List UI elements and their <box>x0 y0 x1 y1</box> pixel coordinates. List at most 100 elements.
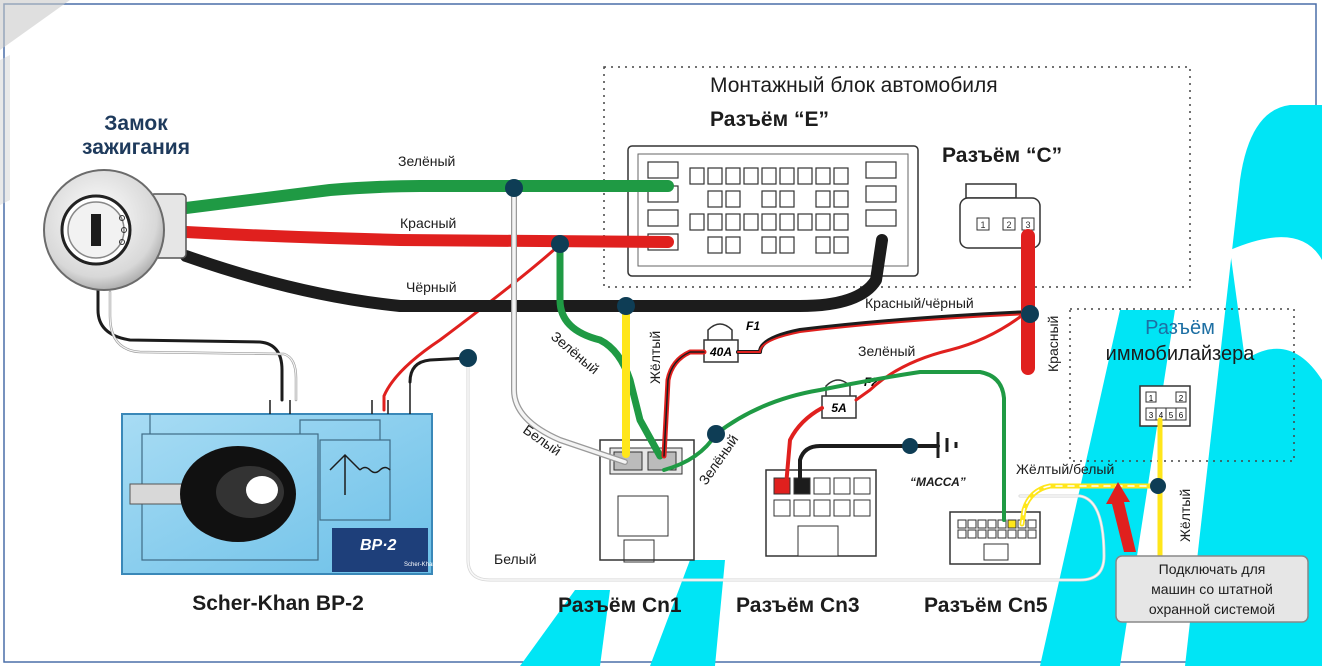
connector-pin <box>797 213 813 231</box>
connector-e <box>627 145 919 277</box>
mount-block-title: Монтажный блок автомобиля <box>710 74 998 97</box>
connector-pin <box>813 499 831 517</box>
immo-title-line2: иммобилайзера <box>1106 343 1256 365</box>
key-icon <box>129 446 296 542</box>
immo-connector: 1 2 3 4 5 6 <box>1139 385 1191 427</box>
fuse-f1: 40A F1 <box>703 319 760 363</box>
connector-pin <box>761 190 777 208</box>
connector-pin <box>647 209 679 227</box>
connector-pin <box>725 213 741 231</box>
immo-frame <box>1069 308 1295 462</box>
connector-pin <box>773 499 791 517</box>
connector-pin <box>977 519 987 529</box>
cn5-title: Разъём Cn5 <box>924 594 1048 617</box>
wires <box>96 180 1163 582</box>
connector-pin <box>725 167 741 185</box>
module-title: Scher-Khan BP-2 <box>192 592 364 615</box>
note-line-3: охранной системой <box>1149 601 1275 617</box>
connector-pin <box>707 167 723 185</box>
connector-pin <box>865 185 897 203</box>
wire-label-red-black: Красный/чёрный <box>865 295 974 311</box>
connector-pin <box>779 167 795 185</box>
svg-text:40A: 40A <box>709 345 732 359</box>
connector-pin <box>833 190 849 208</box>
connector-pin <box>793 499 811 517</box>
connector-pin <box>833 236 849 254</box>
note-line-2: машин со штатной <box>1151 581 1273 597</box>
connector-c-pin-2: 2 <box>1006 220 1011 230</box>
connector-pin <box>779 190 795 208</box>
connector-pin <box>779 213 795 231</box>
wire-label-black-top: Чёрный <box>406 279 457 295</box>
connector-pin <box>987 529 997 539</box>
connector-pin <box>815 190 831 208</box>
connector-c-title: Разъём “C” <box>942 144 1062 167</box>
connector-pin <box>833 167 849 185</box>
connector-c-pin-3: 3 <box>1025 220 1030 230</box>
junction-nodes <box>459 179 1166 494</box>
connector-pin <box>815 167 831 185</box>
ignition-title-line2: зажигания <box>82 136 190 159</box>
connector-pin <box>833 499 851 517</box>
wire-label-green-top: Зелёный <box>398 153 455 169</box>
immo-pin-6: 6 <box>1179 411 1184 420</box>
connector-pin <box>1027 529 1037 539</box>
relay-icon <box>359 466 391 474</box>
note-box: Подключать для машин со штатной охранной… <box>1115 555 1309 623</box>
connector-pin <box>707 213 723 231</box>
connector-pin <box>797 167 813 185</box>
connector-c: 1 2 3 <box>959 183 1041 249</box>
connector-pin <box>707 236 723 254</box>
connector-pin <box>779 236 795 254</box>
connector-c-pin-1: 1 <box>980 220 985 230</box>
connector-pin <box>853 499 871 517</box>
connector-pin <box>865 161 897 179</box>
connector-pin <box>1007 529 1017 539</box>
arrow-up-icon <box>1106 482 1136 552</box>
connector-pin <box>815 213 831 231</box>
connector-pin <box>761 236 777 254</box>
connector-pin <box>725 190 741 208</box>
connector-pin <box>647 161 679 179</box>
connector-pin <box>1007 519 1017 529</box>
connector-pin <box>853 477 871 495</box>
connector-pin <box>743 213 759 231</box>
cn5-connector <box>949 511 1041 565</box>
connector-pin <box>707 190 723 208</box>
corner-decoration <box>0 0 70 50</box>
connector-pin <box>813 477 831 495</box>
wire-label-red-vertical: Красный <box>1045 316 1061 372</box>
ground-label: “МАССА” <box>910 475 966 489</box>
svg-text:5A: 5A <box>831 401 846 415</box>
connector-pin <box>689 167 705 185</box>
immo-pin-2: 2 <box>1179 394 1184 403</box>
immo-pin-5: 5 <box>1169 411 1174 420</box>
module-badge: BP·2 <box>360 537 397 554</box>
bp2-module: BP·2 Scher-Khan <box>121 380 436 575</box>
connector-pin <box>957 519 967 529</box>
connector-pin <box>761 213 777 231</box>
connector-pin <box>815 236 831 254</box>
immo-pin-1: 1 <box>1149 394 1154 403</box>
note-line-1: Подключать для <box>1159 561 1266 577</box>
cn3-connector <box>765 469 877 557</box>
ignition-lock <box>43 169 187 291</box>
connector-pin <box>761 167 777 185</box>
connector-pin <box>725 236 741 254</box>
mount-block-frame <box>603 66 1191 288</box>
connector-pin <box>1027 519 1037 529</box>
connector-e-title: Разъём “E” <box>710 108 829 131</box>
svg-text:F1: F1 <box>746 319 760 333</box>
wire-label-yellow-white: Жёлтый/белый <box>1016 461 1114 477</box>
wire-label-yellow-vertical: Жёлтый <box>1177 489 1193 542</box>
wire-label-yellow-cn1: Жёлтый <box>647 331 663 384</box>
immo-pin-3: 3 <box>1149 411 1154 420</box>
ignition-title-line1: Замок <box>104 112 168 135</box>
cn3-title: Разъём Cn3 <box>736 594 860 617</box>
immo-pin-4: 4 <box>1159 411 1164 420</box>
connector-pin <box>957 529 967 539</box>
connector-pin <box>977 529 987 539</box>
connector-pin <box>743 167 759 185</box>
connector-pin <box>967 529 977 539</box>
